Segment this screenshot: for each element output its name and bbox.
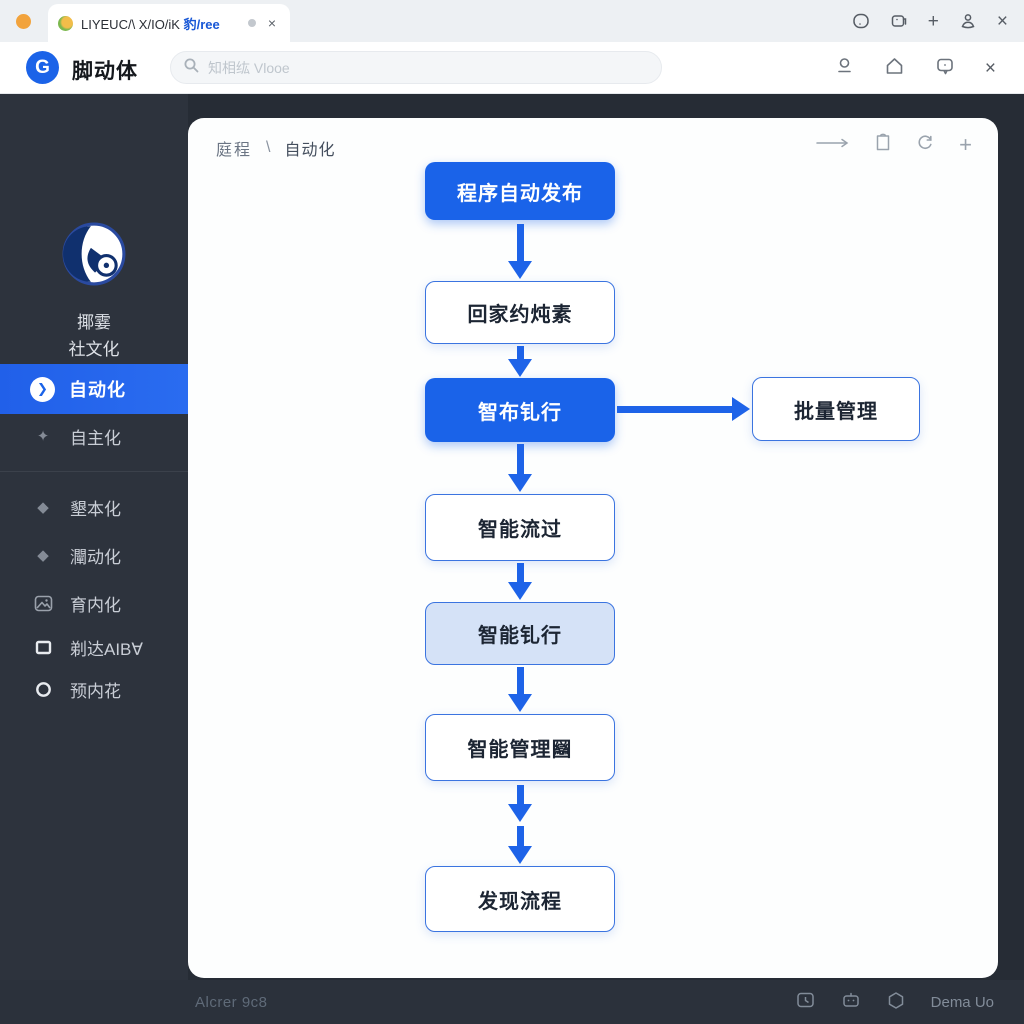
app-logo-letter: G [35, 56, 50, 78]
flow-arrow-down-icon [508, 346, 532, 377]
tab-favicon-icon [58, 15, 73, 31]
sidebar-caption: 揶霎 社文化 [0, 309, 188, 363]
node-label: 批量管理 [794, 400, 878, 423]
flow-node-5[interactable]: 智能钆行 [425, 602, 615, 665]
new-tab-icon[interactable]: + [927, 10, 939, 32]
search-box[interactable] [170, 51, 662, 84]
flow-node-6[interactable]: 智能管理圝 [425, 714, 615, 781]
sidebar-item-6[interactable]: 预内花 [0, 669, 188, 709]
refresh-icon[interactable] [916, 133, 935, 157]
crescent-dot-logo [61, 221, 127, 292]
status-left-text: Alcrer 9c8 [195, 993, 268, 1011]
close-icon[interactable]: × [996, 10, 1008, 32]
node-label: 智能管理圝 [467, 739, 573, 761]
account-icon[interactable] [835, 56, 854, 80]
feedback-icon[interactable] [935, 56, 955, 81]
node-label: 回家约炖素 [467, 304, 573, 326]
sidebar-item-2[interactable]: ◆ 墾本化 [0, 487, 188, 527]
window-control-dot[interactable] [16, 14, 31, 29]
flow-node-side[interactable]: 批量管理 [752, 377, 920, 441]
square-icon [32, 640, 54, 655]
tab-audio-dot-icon [247, 19, 256, 27]
forward-arrow-icon[interactable] [816, 136, 850, 154]
flow-arrow-down-icon [508, 224, 532, 279]
history-icon[interactable] [796, 991, 815, 1013]
search-icon [183, 57, 200, 79]
app-logo[interactable]: G [26, 51, 59, 84]
flow-arrow-right-icon [617, 397, 750, 421]
tab-title: LIYEUC/\ X/IO/iK 豹/ree [81, 16, 220, 32]
search-input[interactable] [208, 59, 649, 76]
sidebar: 揶霎 社文化 ❯ 自动化 ✦ 自主化 ◆ 墾本化 ◆ 灛动化 育内化 剃达AIB… [0, 94, 189, 980]
flow-canvas: 庭程 \ 自动化 + 程序自动发布 回家约炖素 智布钆行 批量管理 智能流过 智… [188, 118, 998, 978]
flow-arrow-down-icon [508, 785, 532, 822]
flow-node-4[interactable]: 智能流过 [425, 494, 615, 561]
play-circle-icon: ❯ [30, 376, 55, 402]
sidebar-item-5[interactable]: 剃达AIB∀ [0, 627, 188, 667]
sidebar-item-label: 灛动化 [70, 547, 121, 567]
status-right-group: Dema Uo [796, 991, 994, 1014]
sidebar-item-3[interactable]: ◆ 灛动化 [0, 535, 188, 575]
breadcrumb-root[interactable]: 庭程 [216, 142, 253, 159]
flow-arrow-down-icon [508, 826, 532, 864]
tabbar-actions: + × [852, 0, 1008, 42]
flow-node-2[interactable]: 回家约炖素 [425, 281, 615, 344]
flow-arrow-down-icon [508, 563, 532, 600]
browser-tabbar: LIYEUC/\ X/IO/iK 豹/ree × + × [0, 0, 1024, 42]
sidebar-item-label: 剃达AIB∀ [70, 639, 144, 659]
sidebar-item-label: 自动化 [69, 380, 126, 400]
flow-arrow-down-icon [508, 667, 532, 712]
breadcrumb: 庭程 \ 自动化 [216, 136, 335, 160]
toolbar-actions: × [835, 42, 996, 94]
breadcrumb-current: 自动化 [284, 142, 336, 159]
add-node-icon[interactable]: + [959, 131, 972, 157]
hexagon-icon[interactable] [887, 991, 905, 1014]
diamond-icon: ◆ [37, 499, 49, 516]
node-label: 智能流过 [478, 519, 562, 541]
breadcrumb-separator-icon: \ [266, 139, 271, 156]
sidebar-caption-line1: 揶霎 [77, 313, 111, 332]
tab-overview-icon[interactable] [890, 13, 908, 29]
circle-icon [32, 681, 54, 698]
sidebar-item-label: 育内化 [70, 595, 121, 615]
flow-node-1[interactable]: 程序自动发布 [425, 162, 615, 220]
sidebar-item-label: 预内花 [70, 681, 121, 701]
diamond-icon: ◆ [37, 547, 49, 564]
robot-icon[interactable] [841, 991, 861, 1013]
image-icon [32, 595, 54, 612]
node-label: 智能钆行 [478, 625, 562, 647]
sidebar-item-1[interactable]: ✦ 自主化 [0, 416, 188, 456]
app-name: 脚动体 [72, 60, 138, 83]
tab-close-icon[interactable]: × [267, 15, 276, 31]
canvas-toolbar: + [816, 132, 972, 157]
flow-node-3[interactable]: 智布钆行 [425, 378, 615, 442]
clipboard-icon[interactable] [874, 132, 892, 157]
node-label: 发现流程 [478, 890, 562, 913]
sidebar-item-label: 自主化 [70, 428, 121, 448]
window-icon[interactable] [852, 12, 870, 30]
sparkle-icon: ✦ [36, 428, 50, 445]
sidebar-item-automation-active[interactable]: ❯ 自动化 [0, 364, 189, 414]
home-icon[interactable] [884, 56, 905, 81]
sidebar-caption-line2: 社文化 [68, 340, 120, 359]
node-label: 程序自动发布 [457, 182, 583, 205]
status-right-text: Dema Uo [930, 993, 994, 1011]
sidebar-item-4[interactable]: 育内化 [0, 583, 188, 623]
profile-icon[interactable] [959, 12, 977, 30]
sidebar-divider [0, 471, 188, 472]
flow-node-7[interactable]: 发现流程 [425, 866, 615, 932]
node-label: 智布钆行 [478, 401, 562, 424]
flow-arrow-down-icon [508, 444, 532, 492]
status-bar: Alcrer 9c8 Dema Uo [0, 980, 1024, 1024]
browser-tab[interactable]: LIYEUC/\ X/IO/iK 豹/ree × [48, 4, 290, 42]
close-icon[interactable]: × [984, 57, 996, 79]
sidebar-item-label: 墾本化 [70, 499, 121, 519]
